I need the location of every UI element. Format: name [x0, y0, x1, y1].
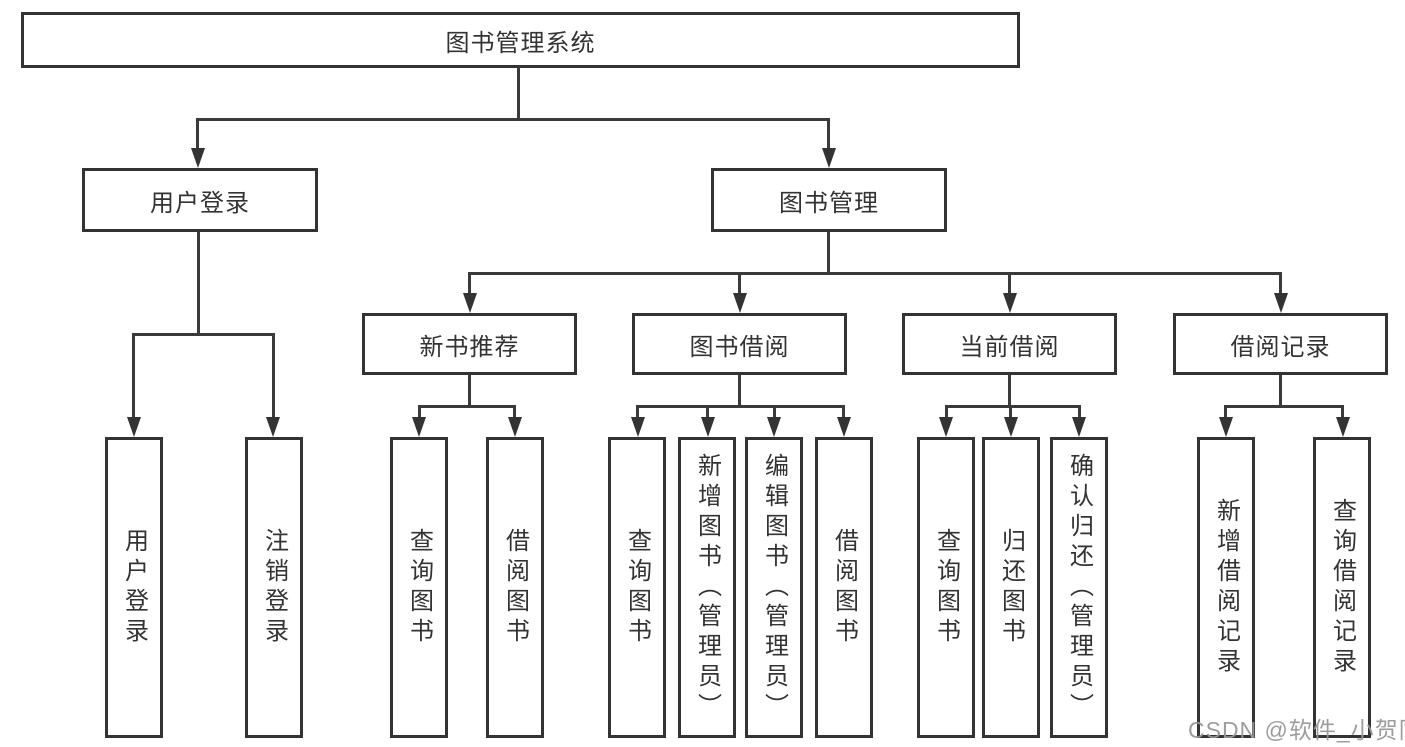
leaf-label: 查询图书 — [405, 527, 433, 648]
connector-line — [773, 405, 776, 419]
leaf-query-books-borrow: 查询图书 — [608, 437, 666, 738]
leaf-label: 查询图书 — [623, 527, 651, 648]
leaf-label: 确认归还（管理员） — [1065, 452, 1093, 723]
leaf-label: 新增图书（管理员） — [693, 452, 721, 723]
leaf-query-borrow-record: 查询借阅记录 — [1313, 437, 1371, 738]
arrowhead-down-icon — [701, 417, 715, 437]
connector-line — [517, 67, 520, 120]
arrowhead-down-icon — [1004, 417, 1018, 437]
connector-line — [1008, 375, 1011, 408]
connector-line — [1279, 272, 1282, 295]
leaf-add-borrow-record: 新增借阅记录 — [1197, 437, 1255, 738]
connector-line — [1224, 405, 1227, 419]
leaf-borrow-books-recommend: 借阅图书 — [486, 437, 544, 738]
node-root: 图书管理系统 — [21, 12, 1020, 68]
connector-line — [706, 405, 709, 419]
connector-line — [636, 405, 639, 419]
arrowhead-down-icon — [631, 417, 645, 437]
leaf-label: 新增借阅记录 — [1212, 497, 1240, 678]
leaf-borrow-books: 借阅图书 — [815, 437, 873, 738]
connector-line — [132, 333, 275, 336]
connector-line — [1279, 375, 1282, 408]
leaf-label: 查询图书 — [932, 527, 960, 648]
leaf-return-books: 归还图书 — [982, 437, 1040, 738]
connector-line — [1009, 405, 1012, 419]
connector-line — [513, 405, 516, 419]
arrowhead-down-icon — [191, 148, 205, 168]
node-book-borrow: 图书借阅 — [632, 313, 847, 375]
arrowhead-down-icon — [1336, 417, 1350, 437]
arrowhead-down-icon — [1003, 293, 1017, 313]
connector-line — [132, 333, 135, 419]
leaf-label: 借阅图书 — [830, 527, 858, 648]
leaf-logout: 注销登录 — [245, 437, 303, 738]
connector-line — [945, 405, 948, 419]
node-new-book-recommend: 新书推荐 — [362, 313, 577, 375]
connector-line — [827, 232, 830, 275]
node-current-borrow: 当前借阅 — [902, 313, 1117, 375]
connector-line — [738, 375, 741, 408]
leaf-label: 查询借阅记录 — [1328, 497, 1356, 678]
connector-line — [1078, 405, 1081, 419]
arrowhead-down-icon — [266, 417, 280, 437]
leaf-add-book-admin: 新增图书（管理员） — [678, 437, 736, 738]
arrowhead-down-icon — [412, 417, 426, 437]
leaf-confirm-return-admin: 确认归还（管理员） — [1050, 437, 1108, 738]
connector-line — [196, 118, 199, 150]
leaf-label: 编辑图书（管理员） — [760, 452, 788, 723]
leaf-label: 注销登录 — [260, 527, 288, 648]
node-book-management: 图书管理 — [711, 168, 947, 232]
leaf-label: 归还图书 — [997, 527, 1025, 648]
leaf-edit-book-admin: 编辑图书（管理员） — [745, 437, 803, 738]
connector-line — [468, 375, 471, 408]
arrowhead-down-icon — [939, 417, 953, 437]
connector-line — [636, 405, 844, 408]
connector-line — [197, 118, 830, 121]
leaf-user-login: 用户登录 — [105, 437, 163, 738]
connector-line — [1224, 405, 1344, 408]
arrowhead-down-icon — [1274, 293, 1288, 313]
arrowhead-down-icon — [463, 293, 477, 313]
connector-line — [418, 405, 421, 419]
leaf-label: 用户登录 — [120, 527, 148, 648]
csdn-watermark: CSDN @软件_小贺同学 — [1188, 717, 1405, 743]
connector-line — [1008, 272, 1011, 295]
connector-line — [468, 272, 1282, 275]
connector-line — [945, 405, 1080, 408]
arrowhead-down-icon — [837, 417, 851, 437]
connector-line — [468, 272, 471, 295]
leaf-query-books-current: 查询图书 — [917, 437, 975, 738]
arrowhead-down-icon — [508, 417, 522, 437]
connector-line — [738, 272, 741, 295]
arrowhead-down-icon — [733, 293, 747, 313]
arrowhead-down-icon — [1072, 417, 1086, 437]
connector-line — [272, 333, 275, 419]
leaf-query-books-recommend: 查询图书 — [390, 437, 448, 738]
arrowhead-down-icon — [767, 417, 781, 437]
arrowhead-down-icon — [1219, 417, 1233, 437]
node-user-login: 用户登录 — [82, 168, 318, 232]
arrowhead-down-icon — [822, 148, 836, 168]
leaf-label: 借阅图书 — [501, 527, 529, 648]
connector-line — [197, 232, 200, 336]
arrowhead-down-icon — [127, 417, 141, 437]
connector-line — [418, 405, 516, 408]
connector-line — [842, 405, 845, 419]
node-borrow-records: 借阅记录 — [1173, 313, 1388, 375]
connector-line — [827, 118, 830, 150]
connector-line — [1341, 405, 1344, 419]
